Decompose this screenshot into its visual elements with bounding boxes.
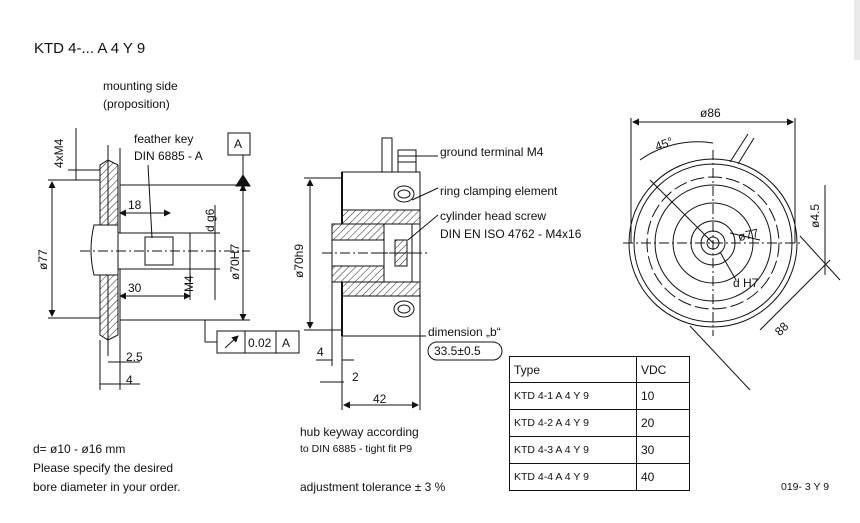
table-row: KTD 4-3 A 4 Y 9 30 bbox=[509, 436, 690, 464]
note-specify-2: bore diameter in your order. bbox=[33, 480, 181, 494]
dim-18: 18 bbox=[128, 198, 142, 212]
table-row: KTD 4-2 A 4 Y 9 20 bbox=[509, 409, 690, 437]
table-cell-type: KTD 4-4 A 4 Y 9 bbox=[509, 463, 637, 491]
table-row: KTD 4-1 A 4 Y 9 10 bbox=[509, 382, 690, 410]
label-cylinder-head: cylinder head screw bbox=[440, 209, 547, 223]
table-row: KTD 4-4 A 4 Y 9 40 bbox=[509, 463, 690, 491]
table-cell-type: KTD 4-1 A 4 Y 9 bbox=[509, 382, 637, 410]
dim-d-g6: d g6 bbox=[203, 208, 217, 232]
datum-a-label: A bbox=[234, 137, 243, 151]
table-cell-type: KTD 4-2 A 4 Y 9 bbox=[509, 409, 637, 437]
dim-d77: ø77 bbox=[36, 249, 50, 270]
table-cell-type: KTD 4-3 A 4 Y 9 bbox=[509, 436, 637, 464]
label-feather-key: feather key bbox=[134, 132, 194, 146]
label-ground-terminal: ground terminal M4 bbox=[440, 145, 544, 159]
tolerance-datum: A bbox=[282, 336, 291, 350]
dim-d86: ø86 bbox=[700, 106, 721, 120]
note-specify-1: Please specify the desired bbox=[33, 461, 174, 475]
mounting-side-view bbox=[48, 128, 300, 390]
dim-d-h7: d H7 bbox=[733, 276, 759, 290]
dim-4-left: 4 bbox=[126, 373, 133, 387]
label-din-6885-a: DIN 6885 - A bbox=[134, 149, 203, 163]
dim-2: 2 bbox=[352, 370, 359, 384]
scrollbar[interactable] bbox=[854, 0, 860, 60]
note-keyway-2: to DIN 6885 - tight fit P9 bbox=[300, 443, 413, 455]
table-cell-vdc: 30 bbox=[636, 436, 690, 464]
tolerance-value: 0.02 bbox=[248, 336, 272, 350]
dim-42: 42 bbox=[373, 392, 387, 406]
dim-d4-5: ø4.5 bbox=[808, 203, 822, 228]
dim-d70h7: ø70H7 bbox=[228, 243, 242, 280]
dim-d70h9: ø70h9 bbox=[292, 243, 306, 278]
label-din-en-iso: DIN EN ISO 4762 - M4x16 bbox=[440, 227, 582, 241]
table-cell-vdc: 10 bbox=[636, 382, 690, 410]
section-view bbox=[304, 137, 503, 410]
front-view bbox=[623, 118, 841, 391]
dim-30: 30 bbox=[128, 281, 142, 295]
drawing-code: 019- 3 Y 9 bbox=[781, 481, 830, 493]
table-header-vdc: VDC bbox=[636, 356, 690, 383]
table-cell-vdc: 20 bbox=[636, 409, 690, 437]
drawing-title: KTD 4-... A 4 Y 9 bbox=[34, 40, 146, 57]
label-mounting-side: mounting side bbox=[103, 79, 178, 93]
table-header-type: Type bbox=[509, 356, 637, 383]
dim-4-mid: 4 bbox=[317, 345, 324, 359]
type-vdc-table: Type VDC KTD 4-1 A 4 Y 9 10 KTD 4-2 A 4 … bbox=[509, 356, 690, 491]
dim-2-5: 2.5 bbox=[126, 350, 143, 364]
label-proposition: (proposition) bbox=[103, 97, 170, 111]
note-bore-range: d= ø10 - ø16 mm bbox=[33, 442, 126, 456]
dimension-b-value: 33.5±0.5 bbox=[434, 344, 481, 358]
dim-m4: M4 bbox=[182, 275, 196, 292]
label-dimension-b: dimension „b“ bbox=[428, 325, 501, 339]
label-ring-clamping: ring clamping element bbox=[440, 184, 558, 198]
table-cell-vdc: 40 bbox=[636, 463, 690, 491]
note-adjustment: adjustment tolerance ± 3 % bbox=[300, 480, 446, 494]
dim-4xm4: 4xM4 bbox=[52, 138, 66, 168]
table-header-row: Type VDC bbox=[509, 356, 690, 383]
note-keyway-1: hub keyway according bbox=[300, 425, 419, 439]
